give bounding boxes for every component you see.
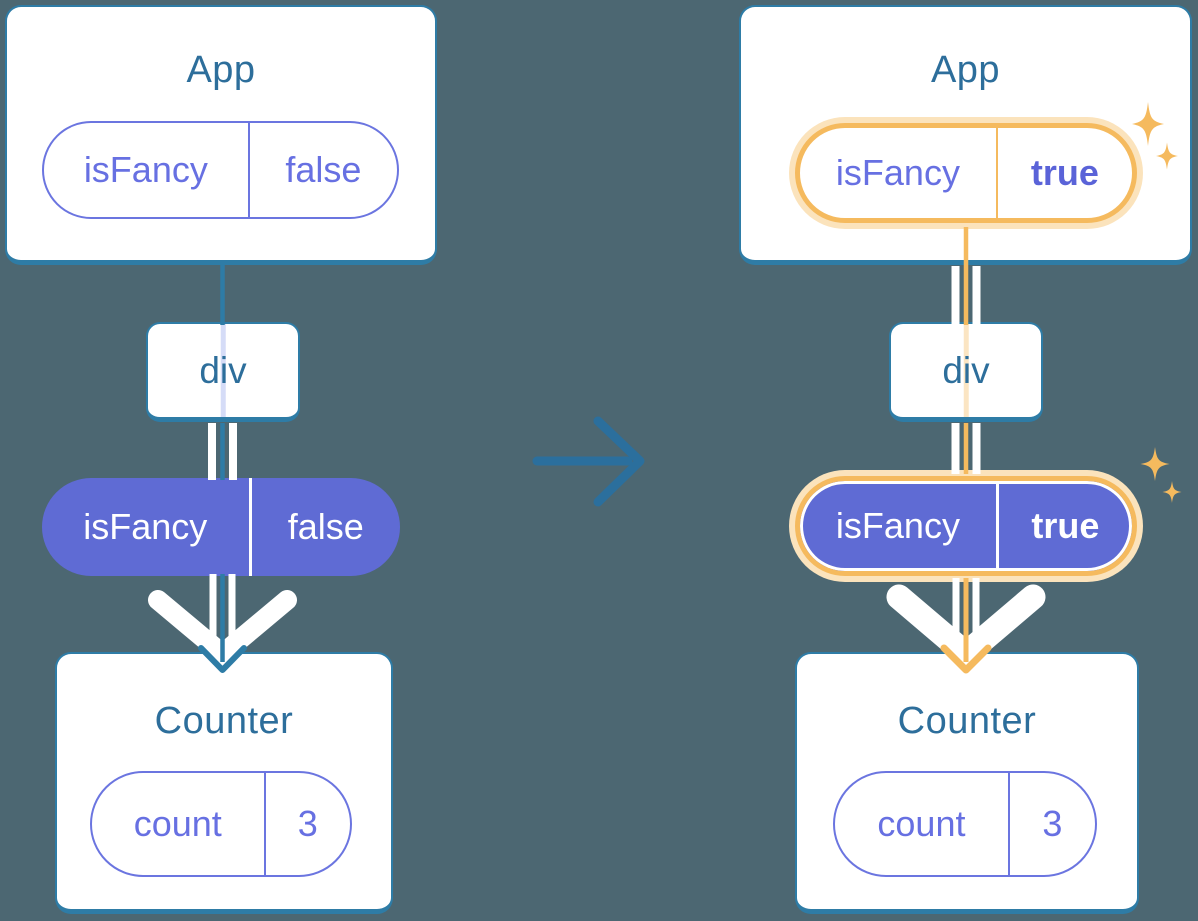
- white-chevron-icon: [886, 584, 1046, 667]
- counter-title: Counter: [897, 700, 1037, 742]
- white-chevron-icon: [148, 590, 297, 664]
- app-state-pill-left: isFancy false: [42, 121, 399, 219]
- state-name: count: [877, 803, 966, 844]
- prop-name: isFancy: [83, 149, 208, 190]
- prop-pass-line: [220, 324, 226, 417]
- sparkles-icon-passed-pill: [1140, 447, 1182, 503]
- prop-name: isFancy: [83, 506, 208, 547]
- div-label: div: [942, 349, 990, 391]
- count-state-pill-left: count 3: [90, 771, 352, 877]
- state-value: 3: [263, 773, 350, 875]
- prop-name: isFancy: [835, 505, 960, 546]
- prop-pipe-div-to-pill-left: [208, 423, 237, 480]
- prop-pipe-card-to-div-right: [951, 266, 981, 325]
- arrow-right-icon: [532, 416, 645, 507]
- prop-name: isFancy: [835, 152, 960, 193]
- div-node-left: div: [146, 322, 300, 422]
- prop-pass-line: [963, 324, 969, 417]
- prop-value: true: [995, 128, 1132, 218]
- state-value: 3: [1007, 773, 1095, 875]
- counter-title: Counter: [154, 700, 294, 742]
- prop-value: true: [995, 481, 1132, 571]
- passed-prop-pill-right-highlighted: isFancy true: [795, 476, 1137, 576]
- state-name: count: [133, 803, 222, 844]
- div-node-right: div: [889, 322, 1043, 422]
- prop-value: false: [248, 478, 400, 576]
- prop-value: false: [247, 123, 397, 217]
- app-title: App: [186, 49, 256, 91]
- passed-prop-pill-left: isFancy false: [42, 478, 400, 576]
- div-label: div: [199, 349, 247, 391]
- app-title: App: [930, 49, 1001, 91]
- prop-pipe-div-to-pill-right: [951, 423, 981, 474]
- count-state-pill-right: count 3: [833, 771, 1097, 877]
- app-state-pill-right-highlighted: isFancy true: [795, 123, 1137, 223]
